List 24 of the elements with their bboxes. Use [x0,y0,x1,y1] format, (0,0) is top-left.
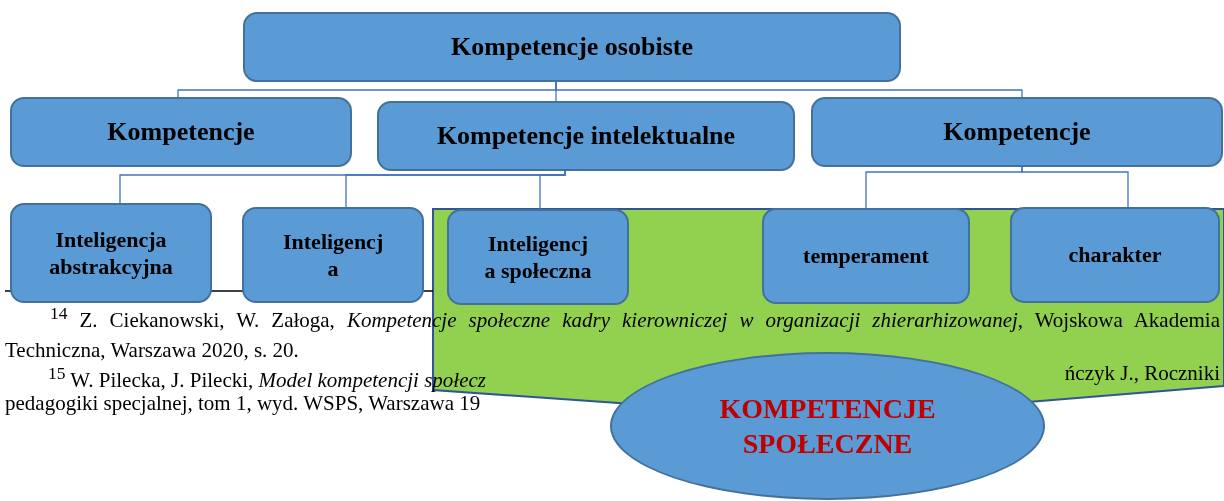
connector-line [539,170,566,210]
footnote: ńczyk J., Roczniki [1064,360,1220,387]
rounded-box [811,97,1223,167]
rounded-box [762,208,970,304]
rounded-box [242,207,424,303]
rounded-box [377,101,795,171]
connector-line [555,81,1023,98]
connector-line [1021,166,1129,208]
node-text: Inteligencj a [283,227,383,283]
node-text: KOMPETENCJE SPOŁECZNE [718,392,937,461]
node-text: charakter [1068,241,1162,269]
node-text: Kompetencje osobiste [451,30,693,63]
footnote: pedagogiki specjalnej, tom 1, wyd. WSPS, Warszawa 19 [5,391,481,417]
rounded-box [243,12,901,82]
rounded-box [447,209,629,305]
node-text: Inteligencja abstrakcyjna [48,225,174,281]
node-text: Kompetencje [943,115,1091,148]
rounded-box [10,203,212,303]
node-text: Kompetencje [107,115,255,148]
node-text: temperament [803,242,929,270]
rounded-box [1010,207,1220,303]
node-text: Kompetencje intelektualne [436,119,736,152]
rounded-box [10,97,352,167]
node-text: Inteligencj a społeczna [483,229,593,285]
